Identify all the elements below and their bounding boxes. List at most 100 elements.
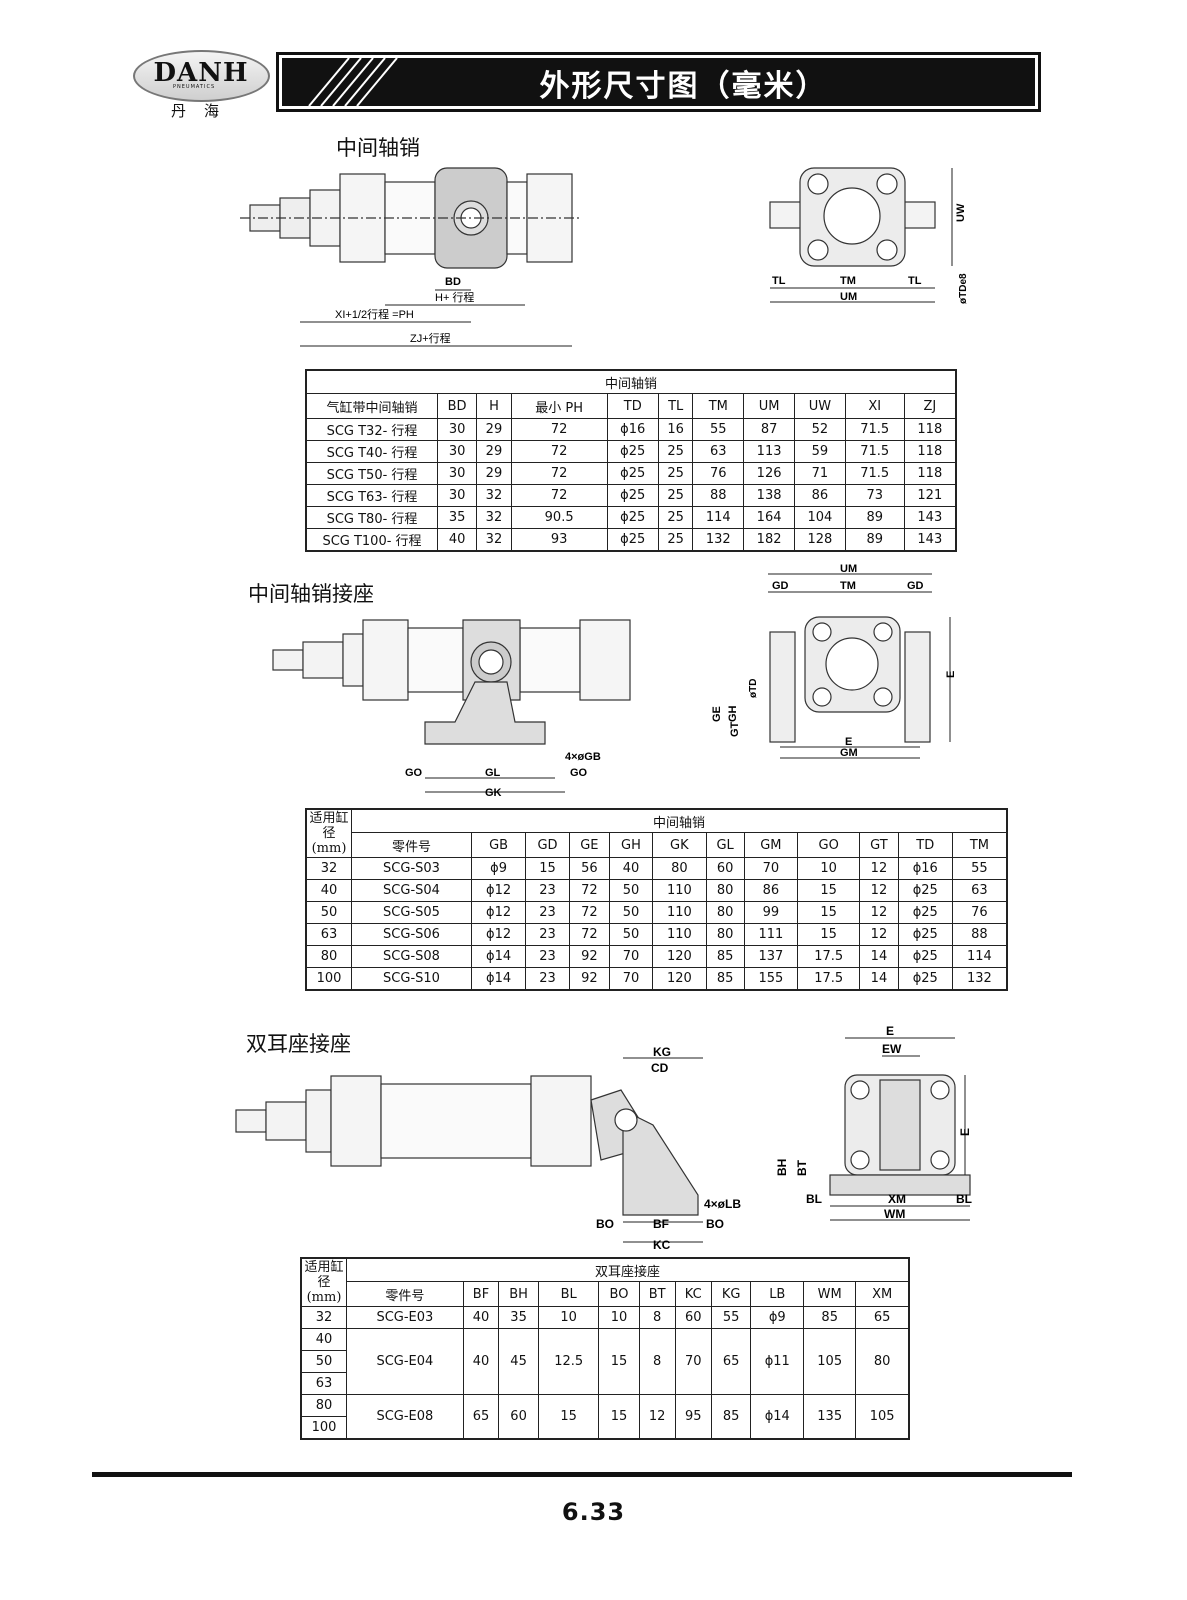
bore-cell: 63 — [300, 1372, 347, 1395]
dim-bl-right: BL — [956, 1192, 972, 1206]
dim-bo-left: BO — [596, 1217, 614, 1231]
column-header: GM — [743, 832, 799, 858]
column-header: TD — [606, 393, 659, 419]
table-cell: 88 — [951, 923, 1008, 946]
column-header: XI — [844, 393, 905, 419]
table-cell: 80 — [855, 1328, 910, 1395]
dim-tl-right: TL — [908, 275, 922, 287]
table-cell: 110 — [652, 923, 707, 946]
table-cell: 15 — [537, 1394, 600, 1440]
dim-e-vertical: E — [945, 671, 957, 678]
column-header: TL — [657, 393, 694, 419]
table-cell: ϕ14 — [470, 967, 527, 991]
table-cell: 25 — [657, 506, 694, 529]
table-cell: ϕ12 — [470, 879, 527, 902]
table-cell: 40 — [608, 857, 654, 880]
dim-ge: GE — [711, 706, 723, 722]
table-cell: 23 — [525, 901, 570, 924]
table-cell: 85 — [710, 1394, 752, 1440]
table-cell: ϕ14 — [470, 945, 527, 968]
column-header: WM — [803, 1281, 857, 1307]
logo-text: DANH — [153, 58, 249, 88]
table-cell: 114 — [951, 945, 1008, 968]
brand-logo: DANH PNEUMATICS 丹海 — [133, 50, 270, 122]
table-cell: 56 — [568, 857, 610, 880]
table-cell: 137 — [743, 945, 799, 968]
table-cell: 120 — [652, 945, 707, 968]
section3-title: 双耳座接座 — [246, 1032, 351, 1056]
dim-go-right: GO — [570, 767, 588, 779]
column-header: 零件号 — [346, 1281, 464, 1307]
table-caption: 中间轴销 — [305, 369, 957, 394]
dim-bl-left: BL — [806, 1192, 822, 1206]
table-cell: ϕ16 — [897, 857, 953, 880]
table-cell: 114 — [692, 506, 745, 529]
logo-chinese: 丹海 — [171, 102, 238, 120]
table-cell: SCG-S04 — [351, 879, 472, 902]
table-cell: 113 — [743, 440, 795, 463]
table-cell: SCG-S05 — [351, 901, 472, 924]
column-header: GT — [859, 832, 899, 858]
table-cell: 32 — [476, 484, 512, 507]
table-cell: 111 — [743, 923, 799, 946]
table-caption: 中间轴销 — [351, 808, 1008, 833]
table-cell: 40 — [462, 1328, 500, 1395]
dim-e: E — [845, 736, 852, 748]
dim-tm: TM — [840, 275, 856, 287]
dim-gh: GH — [727, 705, 739, 722]
table-cell: 32 — [305, 857, 352, 880]
table-cell: 121 — [903, 484, 957, 507]
table-cell: 71.5 — [844, 462, 905, 485]
table-cell: 10 — [598, 1306, 640, 1329]
table-cell: 55 — [692, 418, 745, 441]
table-cell: 30 — [436, 440, 478, 463]
column-header: BD — [436, 393, 478, 419]
column-header: 零件号 — [351, 832, 472, 858]
table-cell: 50 — [608, 901, 654, 924]
table-cell: ϕ12 — [470, 901, 527, 924]
table-cell: 15 — [797, 923, 861, 946]
dim-tm: TM — [840, 580, 856, 592]
dim-gd-left: GD — [772, 580, 789, 592]
table-cell: 29 — [476, 418, 512, 441]
table-cell: ϕ14 — [750, 1394, 805, 1440]
table-cell: 50 — [305, 901, 352, 924]
table-cell: 104 — [793, 506, 846, 529]
column-header: KC — [674, 1281, 712, 1307]
table-cell: 59 — [793, 440, 846, 463]
table-cell: 72 — [568, 923, 610, 946]
table-cell: 12 — [859, 879, 899, 902]
bore-cell: 100 — [300, 1416, 347, 1440]
dim-h: H+ 行程 — [435, 291, 474, 304]
table-cell: 93 — [510, 528, 608, 552]
table-cell: 86 — [793, 484, 846, 507]
table-cell: 55 — [951, 857, 1008, 880]
column-header: ZJ — [903, 393, 957, 419]
table-cell: 50 — [608, 879, 654, 902]
table-cell: 87 — [743, 418, 795, 441]
column-header: GH — [608, 832, 654, 858]
dim-um: UM — [840, 563, 857, 575]
table-cell: 40 — [436, 528, 478, 552]
table-cell: 65 — [710, 1328, 752, 1395]
table-cell: 70 — [674, 1328, 712, 1395]
table-cell: SCG-S06 — [351, 923, 472, 946]
dim-bt: BT — [795, 1159, 809, 1176]
table-cell: ϕ16 — [606, 418, 659, 441]
table-cell: 72 — [568, 901, 610, 924]
table-cell: ϕ25 — [897, 923, 953, 946]
table-cell: 71.5 — [844, 418, 905, 441]
column-header: GE — [568, 832, 610, 858]
table-cell: 15 — [797, 901, 861, 924]
table-cell: 80 — [305, 945, 352, 968]
dim-td: øTDe8 — [958, 273, 969, 304]
table-cell: 118 — [903, 440, 957, 463]
table-caption-row: 适用缸径(mm)双耳座接座 — [300, 1257, 910, 1307]
table-cell: 15 — [797, 879, 861, 902]
table-cell: 182 — [743, 528, 795, 552]
table-cell: 25 — [657, 484, 694, 507]
